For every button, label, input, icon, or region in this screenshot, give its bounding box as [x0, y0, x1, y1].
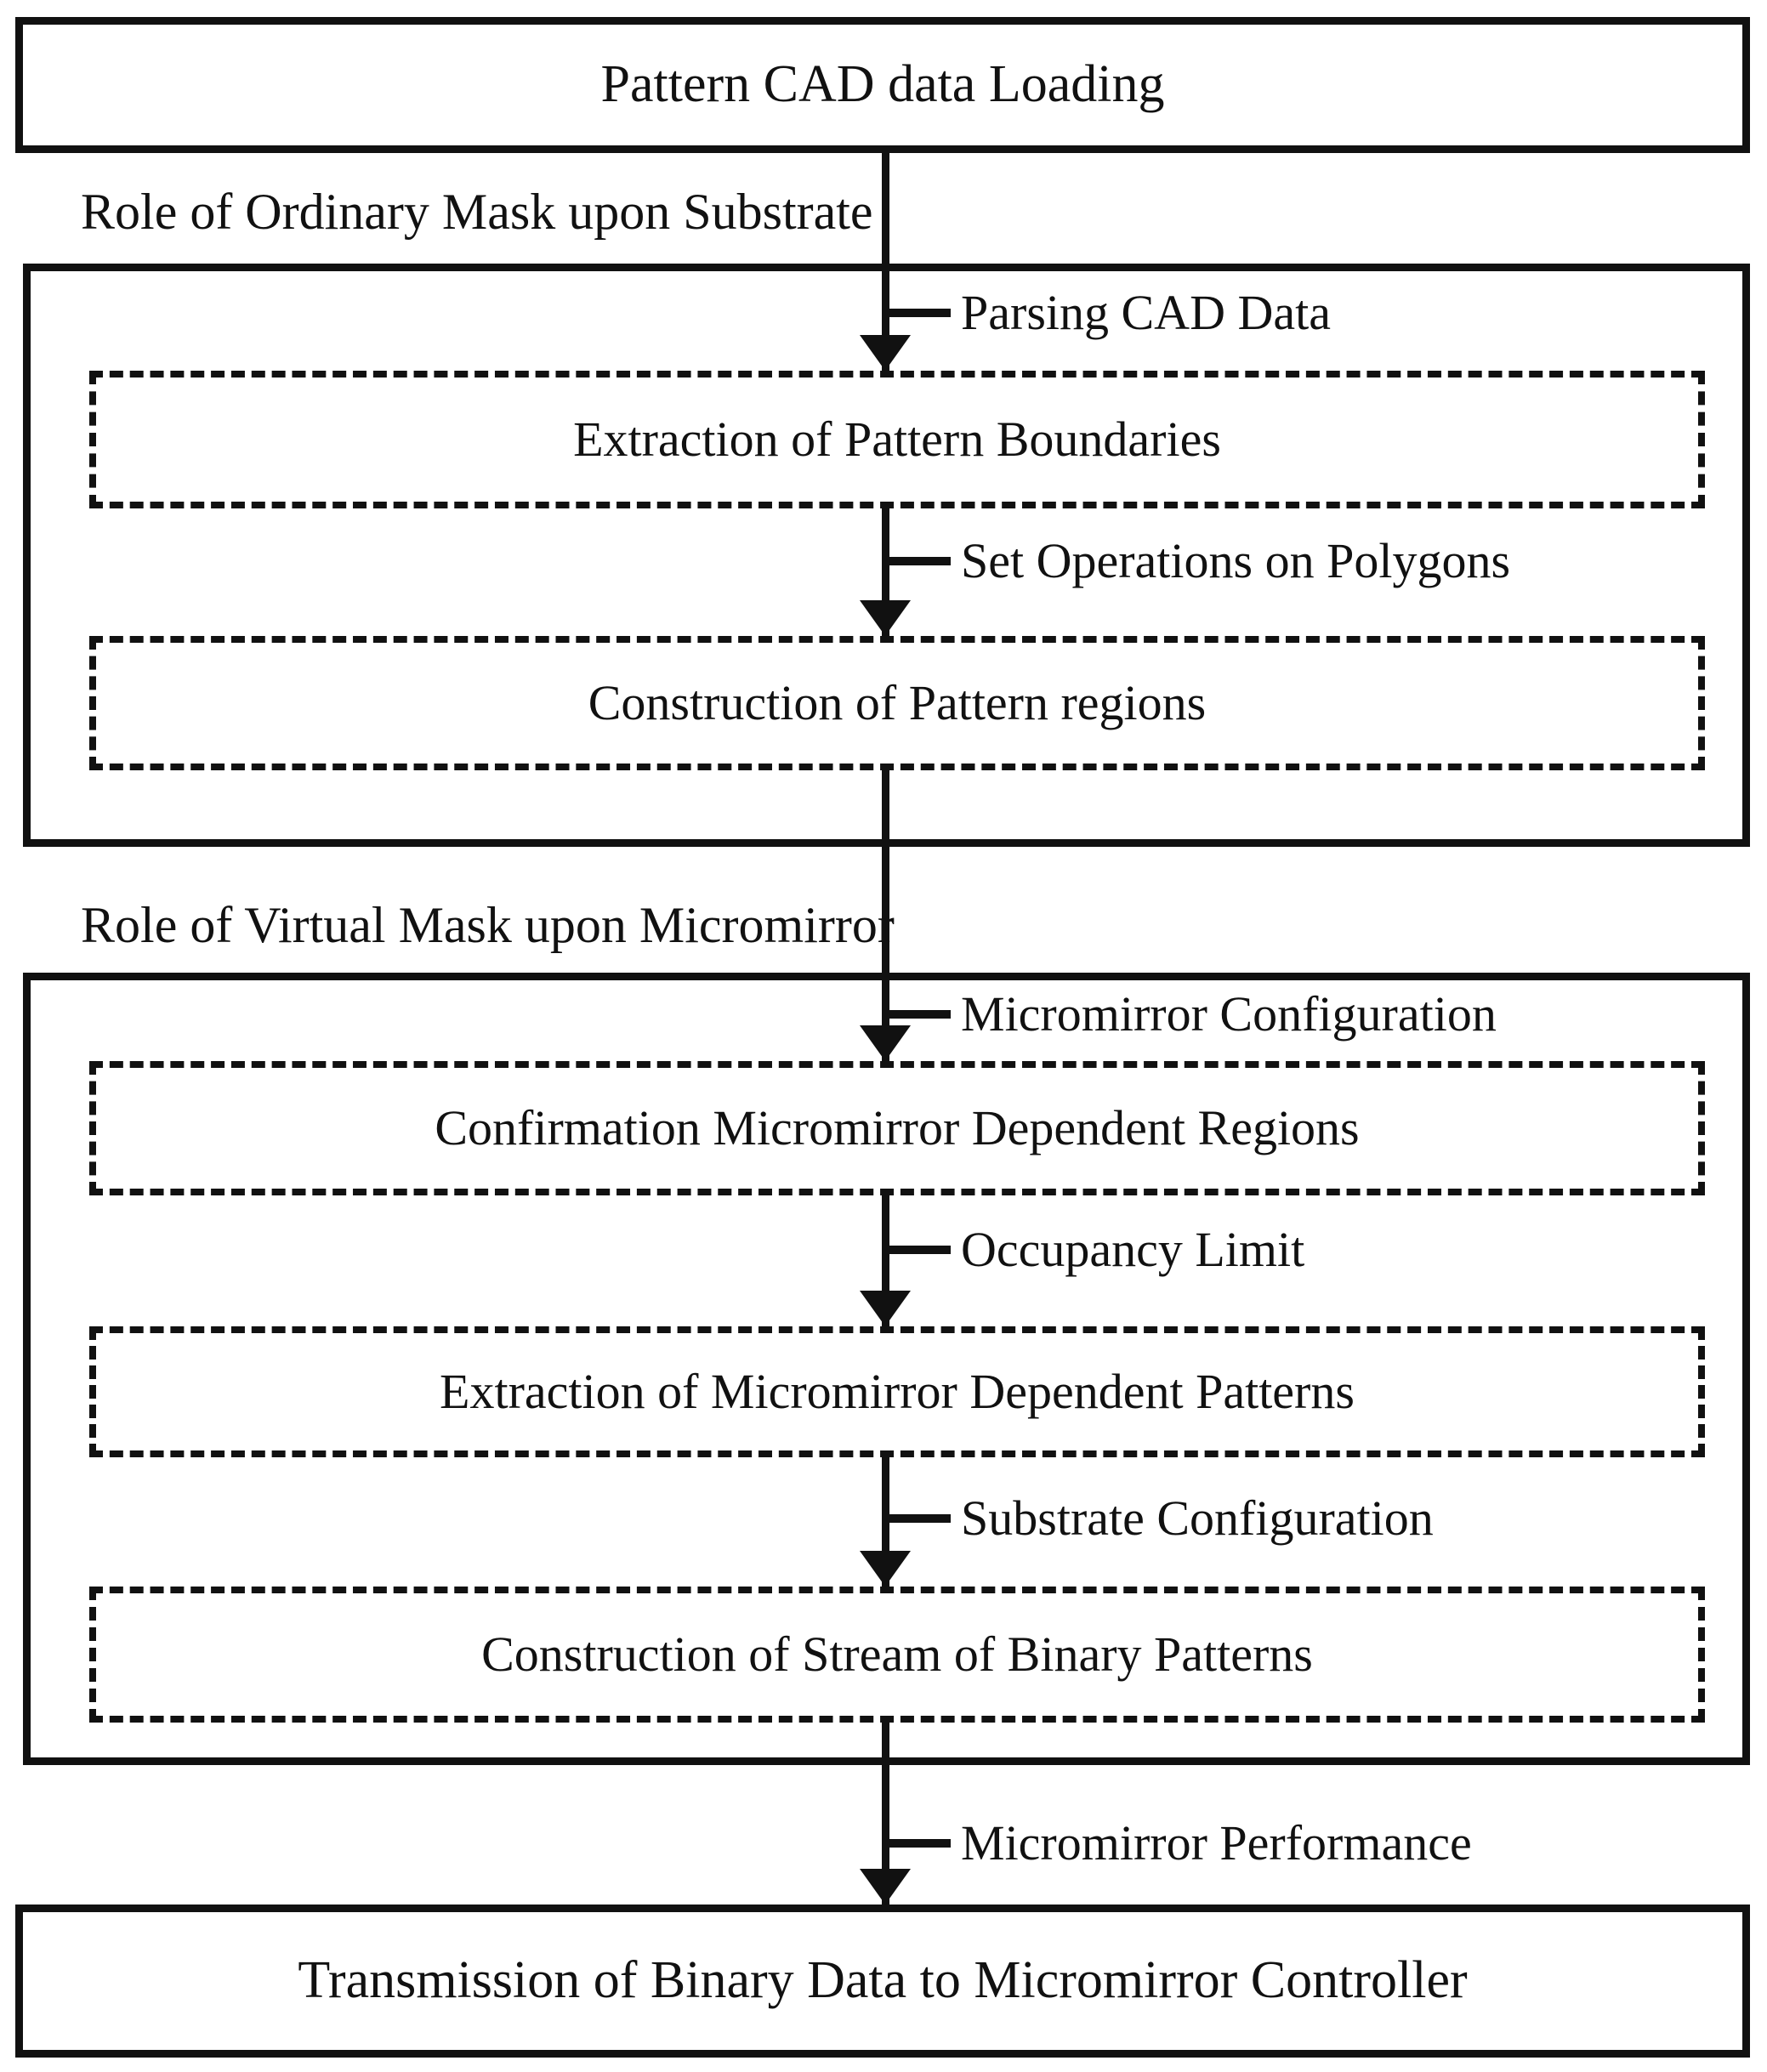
arrow-down-icon	[860, 1869, 911, 1905]
arrow-down-icon	[860, 600, 911, 636]
arrow-down-icon	[860, 335, 911, 371]
arrow-tick	[889, 1839, 951, 1848]
step-box-confirmation-micromirror-regions: Confirmation Micromirror Dependent Regio…	[89, 1061, 1705, 1195]
flow-line-segment-5	[882, 1457, 889, 1588]
step-box-label: Construction of Pattern regions	[588, 674, 1207, 730]
arrow-tick	[889, 557, 951, 565]
arrow-down-icon	[860, 1551, 911, 1587]
arrow-label-micromirror-performance: Micromirror Performance	[961, 1815, 1472, 1871]
step-box-construction-pattern-regions: Construction of Pattern regions	[89, 636, 1705, 770]
flow-line-segment-6	[882, 1723, 889, 1906]
arrow-down-icon	[860, 1291, 911, 1326]
arrow-label-occupancy-limit: Occupancy Limit	[961, 1222, 1305, 1278]
arrow-label-parsing-cad-data: Parsing CAD Data	[961, 285, 1331, 341]
arrow-label-substrate-configuration: Substrate Configuration	[961, 1490, 1434, 1547]
step-box-extraction-micromirror-patterns: Extraction of Micromirror Dependent Patt…	[89, 1326, 1705, 1457]
start-box: Pattern CAD data Loading	[15, 17, 1750, 153]
step-box-label: Confirmation Micromirror Dependent Regio…	[435, 1099, 1360, 1155]
arrow-tick	[889, 1514, 951, 1523]
arrow-tick	[889, 1010, 951, 1019]
flow-line-segment-1	[882, 153, 889, 371]
flow-line-segment-4	[882, 1195, 889, 1328]
step-box-label: Extraction of Pattern Boundaries	[573, 411, 1221, 467]
arrow-label-set-operations: Set Operations on Polygons	[961, 533, 1511, 589]
end-box: Transmission of Binary Data to Micromirr…	[15, 1905, 1750, 2058]
step-box-construction-binary-patterns: Construction of Stream of Binary Pattern…	[89, 1587, 1705, 1723]
end-box-label: Transmission of Binary Data to Micromirr…	[298, 1951, 1468, 2010]
arrow-label-micromirror-configuration: Micromirror Configuration	[961, 986, 1497, 1042]
arrow-tick	[889, 309, 951, 317]
flow-line-segment-3	[882, 770, 889, 1063]
flow-line-segment-2	[882, 508, 889, 638]
step-box-label: Extraction of Micromirror Dependent Patt…	[440, 1363, 1355, 1419]
section-heading-ordinary-mask: Role of Ordinary Mask upon Substrate	[81, 184, 873, 240]
step-box-label: Construction of Stream of Binary Pattern…	[481, 1626, 1313, 1682]
start-box-label: Pattern CAD data Loading	[600, 55, 1165, 114]
section-heading-virtual-mask: Role of Virtual Mask upon Micromirror	[81, 897, 895, 953]
step-box-extraction-pattern-boundaries: Extraction of Pattern Boundaries	[89, 371, 1705, 508]
arrow-down-icon	[860, 1025, 911, 1061]
arrow-tick	[889, 1246, 951, 1254]
